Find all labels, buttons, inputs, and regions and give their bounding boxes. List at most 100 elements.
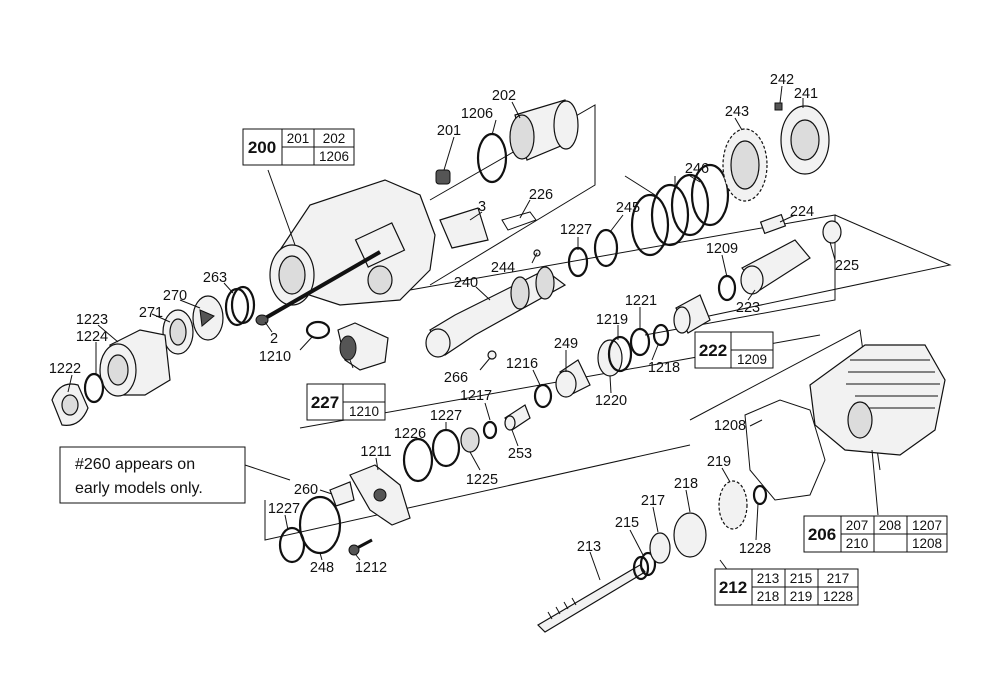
label-219: 219 [707, 454, 731, 470]
label-3: 3 [478, 199, 486, 215]
label-213: 213 [577, 539, 601, 555]
label-1218: 1218 [648, 360, 680, 376]
label-1227-upper: 1227 [560, 222, 592, 238]
spring-263 [224, 285, 256, 327]
kit-222-id: 222 [699, 341, 727, 360]
bushing-225 [822, 220, 842, 244]
lever-227 [337, 322, 389, 371]
label-217: 217 [641, 493, 665, 509]
label-2: 2 [270, 331, 278, 347]
kit-212-cell: 1228 [823, 589, 853, 604]
ring-1217 [482, 420, 498, 440]
shaft-213 [537, 564, 646, 633]
label-253: 253 [508, 446, 532, 462]
ring-1227-middle [431, 428, 461, 468]
label-1224: 1224 [76, 329, 108, 345]
label-244: 244 [491, 260, 515, 276]
label-263: 263 [203, 270, 227, 286]
label-201: 201 [437, 123, 461, 139]
label-1226: 1226 [394, 426, 426, 442]
label-1228: 1228 [739, 541, 771, 557]
ring-1226 [402, 437, 434, 483]
label-270: 270 [163, 288, 187, 304]
sleeve-223 [740, 239, 811, 295]
ball-266 [487, 350, 497, 360]
ring-1218 [652, 323, 670, 347]
label-1208: 1208 [714, 418, 746, 434]
kit-222-cell: 1209 [737, 352, 767, 367]
label-249: 249 [554, 336, 578, 352]
label-1221: 1221 [625, 293, 657, 309]
label-225: 225 [835, 258, 859, 274]
kit-table-200: 200 201 202 1206 [242, 128, 355, 166]
kit-212-cell: 215 [790, 571, 813, 586]
label-240: 240 [454, 275, 478, 291]
ring-1227-upper [567, 246, 589, 278]
kit-table-212: 212 213 215 217 218 219 1228 [714, 568, 859, 606]
kit-206-id: 206 [808, 525, 836, 544]
label-1210: 1210 [259, 349, 291, 365]
label-271: 271 [139, 305, 163, 321]
label-223: 223 [736, 300, 760, 316]
label-202: 202 [492, 88, 516, 104]
label-260: 260 [294, 482, 318, 498]
label-1222: 1222 [49, 361, 81, 377]
label-246: 246 [685, 161, 709, 177]
kit-table-222: 222 1209 [694, 331, 774, 369]
ram-249 [555, 359, 591, 398]
bearing-215 [632, 551, 657, 581]
bearing-217 [649, 532, 671, 564]
label-1216: 1216 [506, 356, 538, 372]
group-outline-lower [264, 444, 691, 541]
label-1217: 1217 [460, 388, 492, 404]
ring-1216 [533, 383, 553, 409]
kit-200-cell: 201 [287, 131, 310, 146]
label-266: 266 [444, 370, 468, 386]
gear-219 [718, 480, 748, 530]
group-outline-240 [409, 214, 836, 336]
star-washer-270-center [199, 309, 215, 327]
ring-1227-lower [278, 526, 306, 564]
kit-200-cell: 1206 [319, 149, 349, 164]
label-1220: 1220 [595, 393, 627, 409]
pin-242 [774, 102, 783, 111]
kit-212-cell: 219 [790, 589, 813, 604]
front-housing [269, 179, 436, 306]
kit-212-id: 212 [719, 578, 747, 597]
kit-200-id: 200 [248, 138, 276, 157]
clutch-241 [780, 105, 830, 175]
pin-224 [759, 213, 787, 235]
note-line-2: early models only. [75, 480, 203, 497]
note-line-1: #260 appears on [75, 456, 195, 473]
label-218: 218 [674, 476, 698, 492]
label-226: 226 [529, 187, 553, 203]
ring-1223 [83, 372, 105, 404]
group-outline-222 [689, 214, 952, 321]
kit-table-206: 206 207 208 1207 210 1208 [803, 515, 948, 553]
bushing-1225 [460, 427, 480, 453]
label-1209: 1209 [706, 241, 738, 257]
ring-1228 [752, 484, 768, 506]
kit-200-cell: 202 [323, 131, 346, 146]
label-1206: 1206 [461, 106, 493, 122]
kit-206-cell: 1208 [912, 536, 942, 551]
label-1219: 1219 [596, 312, 628, 328]
label-1211: 1211 [360, 444, 391, 460]
cap-1222 [51, 383, 89, 426]
clip-226 [501, 211, 537, 231]
spindle-240 [425, 266, 567, 358]
label-1223: 1223 [76, 312, 108, 328]
washer-271-hole [169, 318, 187, 346]
ring-1206 [476, 132, 508, 184]
kit-212-cell: 218 [757, 589, 780, 604]
label-224: 224 [790, 204, 814, 220]
kit-206-cell: 1207 [912, 518, 942, 533]
ring-245 [593, 228, 619, 268]
sleeve-202 [509, 99, 579, 161]
kit-227-cell: 1210 [349, 404, 379, 419]
label-1212: 1212 [355, 560, 387, 576]
label-248: 248 [310, 560, 334, 576]
ring-1221 [629, 327, 651, 357]
